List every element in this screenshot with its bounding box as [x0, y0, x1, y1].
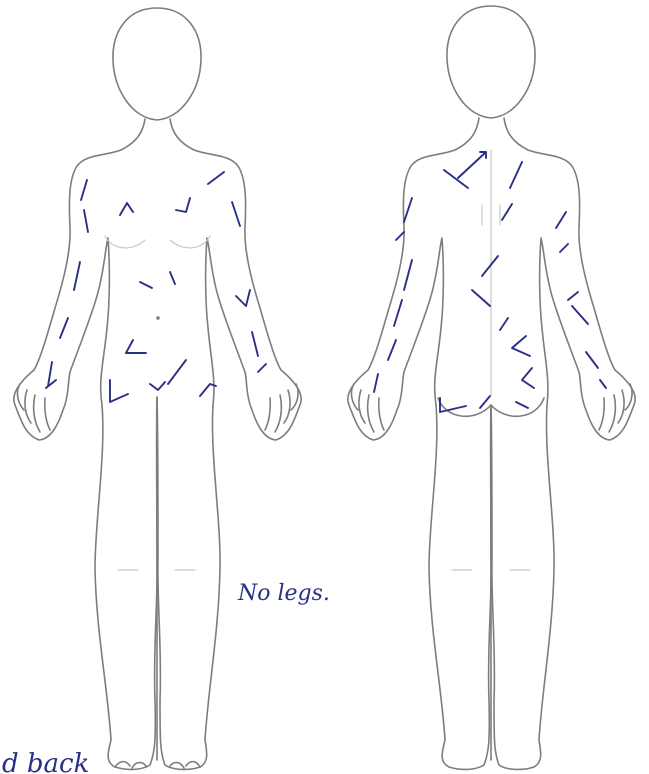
- front-left-toes: [115, 762, 146, 768]
- back-mark-right-arm-2: [560, 244, 568, 252]
- front-mark-lower-abdomen: [126, 340, 146, 353]
- back-mark-left-arm-1: [404, 260, 412, 290]
- front-left-fingers: [17, 384, 50, 432]
- no-legs-note: No legs.: [237, 581, 330, 606]
- front-mark-chest-left: [120, 203, 133, 215]
- front-mark-groin: [150, 360, 186, 390]
- back-mark-buttock-center: [480, 396, 490, 408]
- back-left-fingers: [351, 384, 384, 432]
- front-head-outline: [113, 8, 201, 120]
- front-body-figure: [14, 8, 301, 769]
- back-mark-left-arm-2: [394, 300, 402, 326]
- front-mark-right-arm-mid: [236, 290, 250, 306]
- front-navel: [156, 316, 160, 320]
- back-mark-buttock-right: [516, 402, 528, 408]
- back-mark-right-arm-1: [556, 212, 566, 228]
- back-mark-hip-right: [522, 368, 534, 388]
- front-mark-hip-left: [110, 380, 128, 402]
- back-mark-left-forearm: [388, 340, 396, 360]
- back-mark-center-back: [482, 256, 498, 276]
- front-mark-right-upper-arm: [232, 202, 240, 226]
- back-right-fingers: [599, 384, 632, 432]
- front-right-toes: [170, 762, 200, 768]
- front-mark-left-forearm: [60, 318, 68, 338]
- back-mark-right-arm-3: [568, 292, 588, 324]
- back-mark-waist-right: [512, 336, 530, 356]
- front-mark-left-upper-arm: [84, 210, 88, 232]
- back-mark-buttock-left: [440, 398, 466, 412]
- back-mark-neck-arrow: [458, 152, 486, 178]
- back-head-outline: [447, 6, 535, 118]
- front-mark-right-wrist: [258, 364, 266, 372]
- front-mark-abdomen-2: [170, 272, 175, 284]
- bottom-left-note: d back: [2, 749, 89, 774]
- front-mark-chest-right: [176, 198, 190, 212]
- front-ink-markings: [46, 172, 266, 402]
- back-mark-upper-right-back: [510, 162, 522, 188]
- back-mark-mid-right-back: [502, 204, 512, 220]
- front-right-fingers: [265, 384, 298, 432]
- back-mark-waist-left: [500, 318, 508, 330]
- back-mark-right-forearm: [586, 352, 598, 368]
- front-breast-lines: [105, 236, 210, 248]
- front-mark-left-shoulder: [81, 180, 87, 200]
- front-mark-right-shoulder: [208, 172, 224, 184]
- back-mark-right-wrist: [600, 380, 606, 388]
- back-mark-left-wrist: [374, 374, 378, 392]
- front-mark-abdomen-1: [140, 282, 152, 288]
- front-mark-left-wrist: [46, 362, 56, 388]
- front-mark-left-arm-mid: [74, 262, 80, 290]
- front-mark-right-forearm: [252, 332, 258, 356]
- back-body-figure: [348, 6, 635, 769]
- back-ink-markings: [374, 152, 606, 412]
- back-mark-lower-back: [472, 290, 490, 306]
